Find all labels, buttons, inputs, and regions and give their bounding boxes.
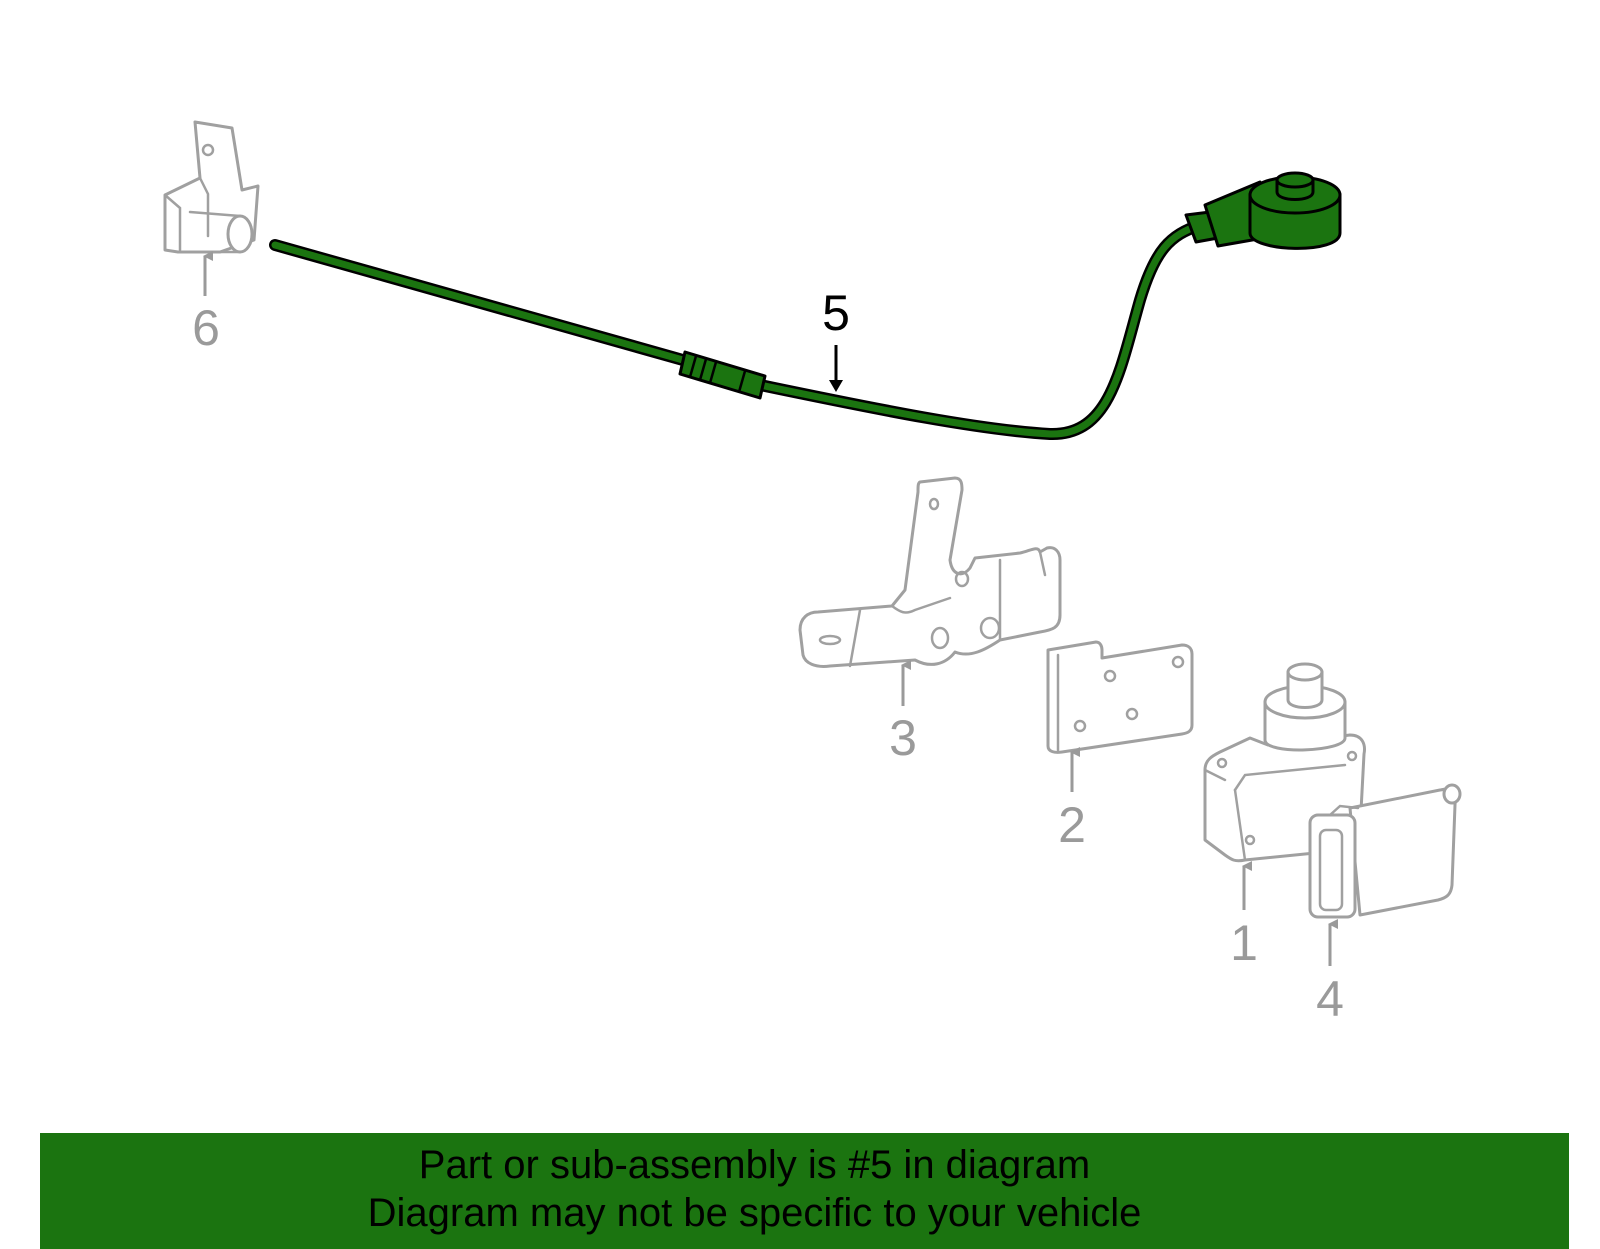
callout-3: 3 (889, 710, 917, 766)
part-5-arrowhead (829, 380, 843, 392)
callout-1: 1 (1230, 915, 1258, 971)
callout-2: 2 (1058, 797, 1086, 853)
part-5-sensor-harness (269, 171, 1342, 441)
part-2-plate (1046, 640, 1194, 754)
caption-line-1: Part or sub-assembly is #5 in diagram (418, 1143, 1091, 1187)
caption-line-2: Diagram may not be specific to your vehi… (367, 1191, 1142, 1235)
part-3-bracket (798, 476, 1062, 668)
part-4-connector (1308, 783, 1462, 919)
part-6-sensor (163, 120, 260, 254)
callout-6: 6 (192, 300, 220, 356)
callout-4: 4 (1316, 971, 1344, 1027)
caption-banner: Part or sub-assembly is #5 in diagram Di… (40, 1133, 1569, 1249)
callout-5: 5 (822, 285, 850, 341)
